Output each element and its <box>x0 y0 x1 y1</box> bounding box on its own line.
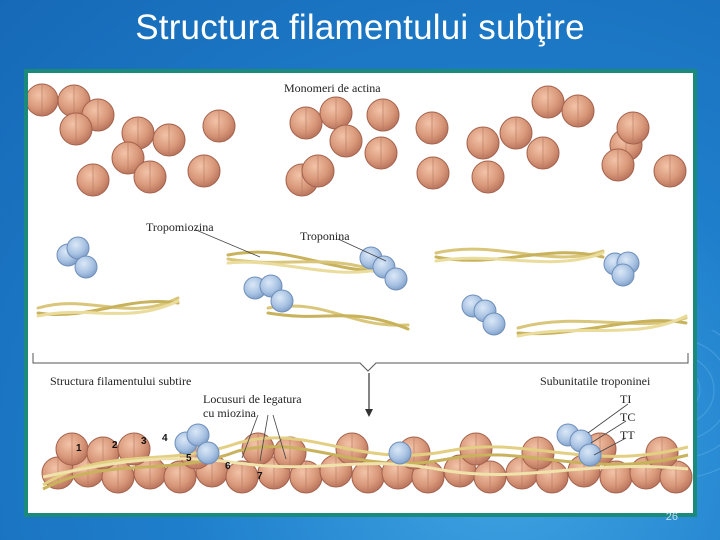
label-thin-filament-structure: Structura filamentului subtire <box>50 374 192 388</box>
label-binding-sites-line1: Locusuri de legatura <box>203 392 302 406</box>
marker-5: 5 <box>186 453 192 464</box>
bracket-line <box>32 353 689 372</box>
label-subunit-tc: TC <box>620 410 636 424</box>
marker-3: 3 <box>141 436 147 447</box>
figure-frame: Monomeri de actina Tropomiozina Troponin… <box>24 69 697 517</box>
actin-monomers-group <box>28 83 687 197</box>
label-troponin: Troponina <box>300 229 350 243</box>
leader-lines <box>195 229 629 462</box>
troponin-complexes <box>56 236 640 336</box>
marker-7: 7 <box>257 471 263 482</box>
page-number: 26 <box>665 511 678 523</box>
label-subunit-ti: TI <box>620 392 632 406</box>
marker-1: 1 <box>76 443 82 454</box>
thin-filament-illustration <box>28 83 693 494</box>
marker-6: 6 <box>225 461 231 472</box>
marker-2: 2 <box>112 440 118 451</box>
label-tropomyosin: Tropomiozina <box>146 220 214 234</box>
thin-filament-figure: Monomeri de actina Tropomiozina Troponin… <box>28 73 693 513</box>
label-binding-sites-line2: cu miozina <box>203 406 256 420</box>
slide-title: Structura filamentului subţire <box>135 8 585 47</box>
filament-tropomyosin <box>42 436 689 491</box>
marker-4: 4 <box>162 433 168 444</box>
label-actin-monomers: Monomeri de actina <box>284 81 381 95</box>
label-troponin-subunits: Subunitatile troponinei <box>540 374 651 388</box>
label-subunit-tt: TT <box>620 428 635 442</box>
